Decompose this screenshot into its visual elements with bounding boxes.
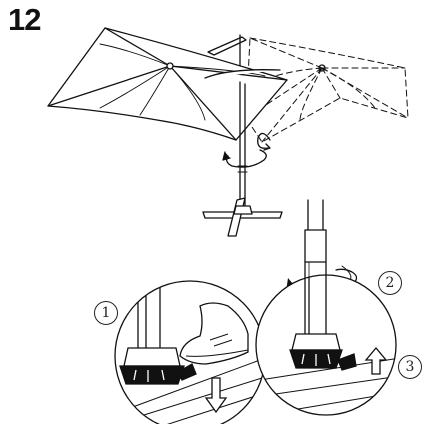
- main-pole: [237, 81, 248, 207]
- rotation-arrow-pole: [222, 149, 267, 168]
- callout-step-2: 2: [378, 271, 402, 295]
- detail-circle-pedal: [114, 280, 266, 429]
- canopy-hub-dashed: [318, 64, 326, 72]
- rotation-arrow-canopy: [257, 132, 271, 149]
- step-number: 12: [8, 2, 41, 37]
- cross-base: [202, 197, 283, 237]
- callout-step-1: 1: [94, 301, 118, 325]
- callout-step-3: 3: [398, 355, 422, 379]
- lift-up-arrow: [364, 346, 388, 375]
- detail-circle-lift: [255, 274, 397, 416]
- canopy: [47, 27, 288, 141]
